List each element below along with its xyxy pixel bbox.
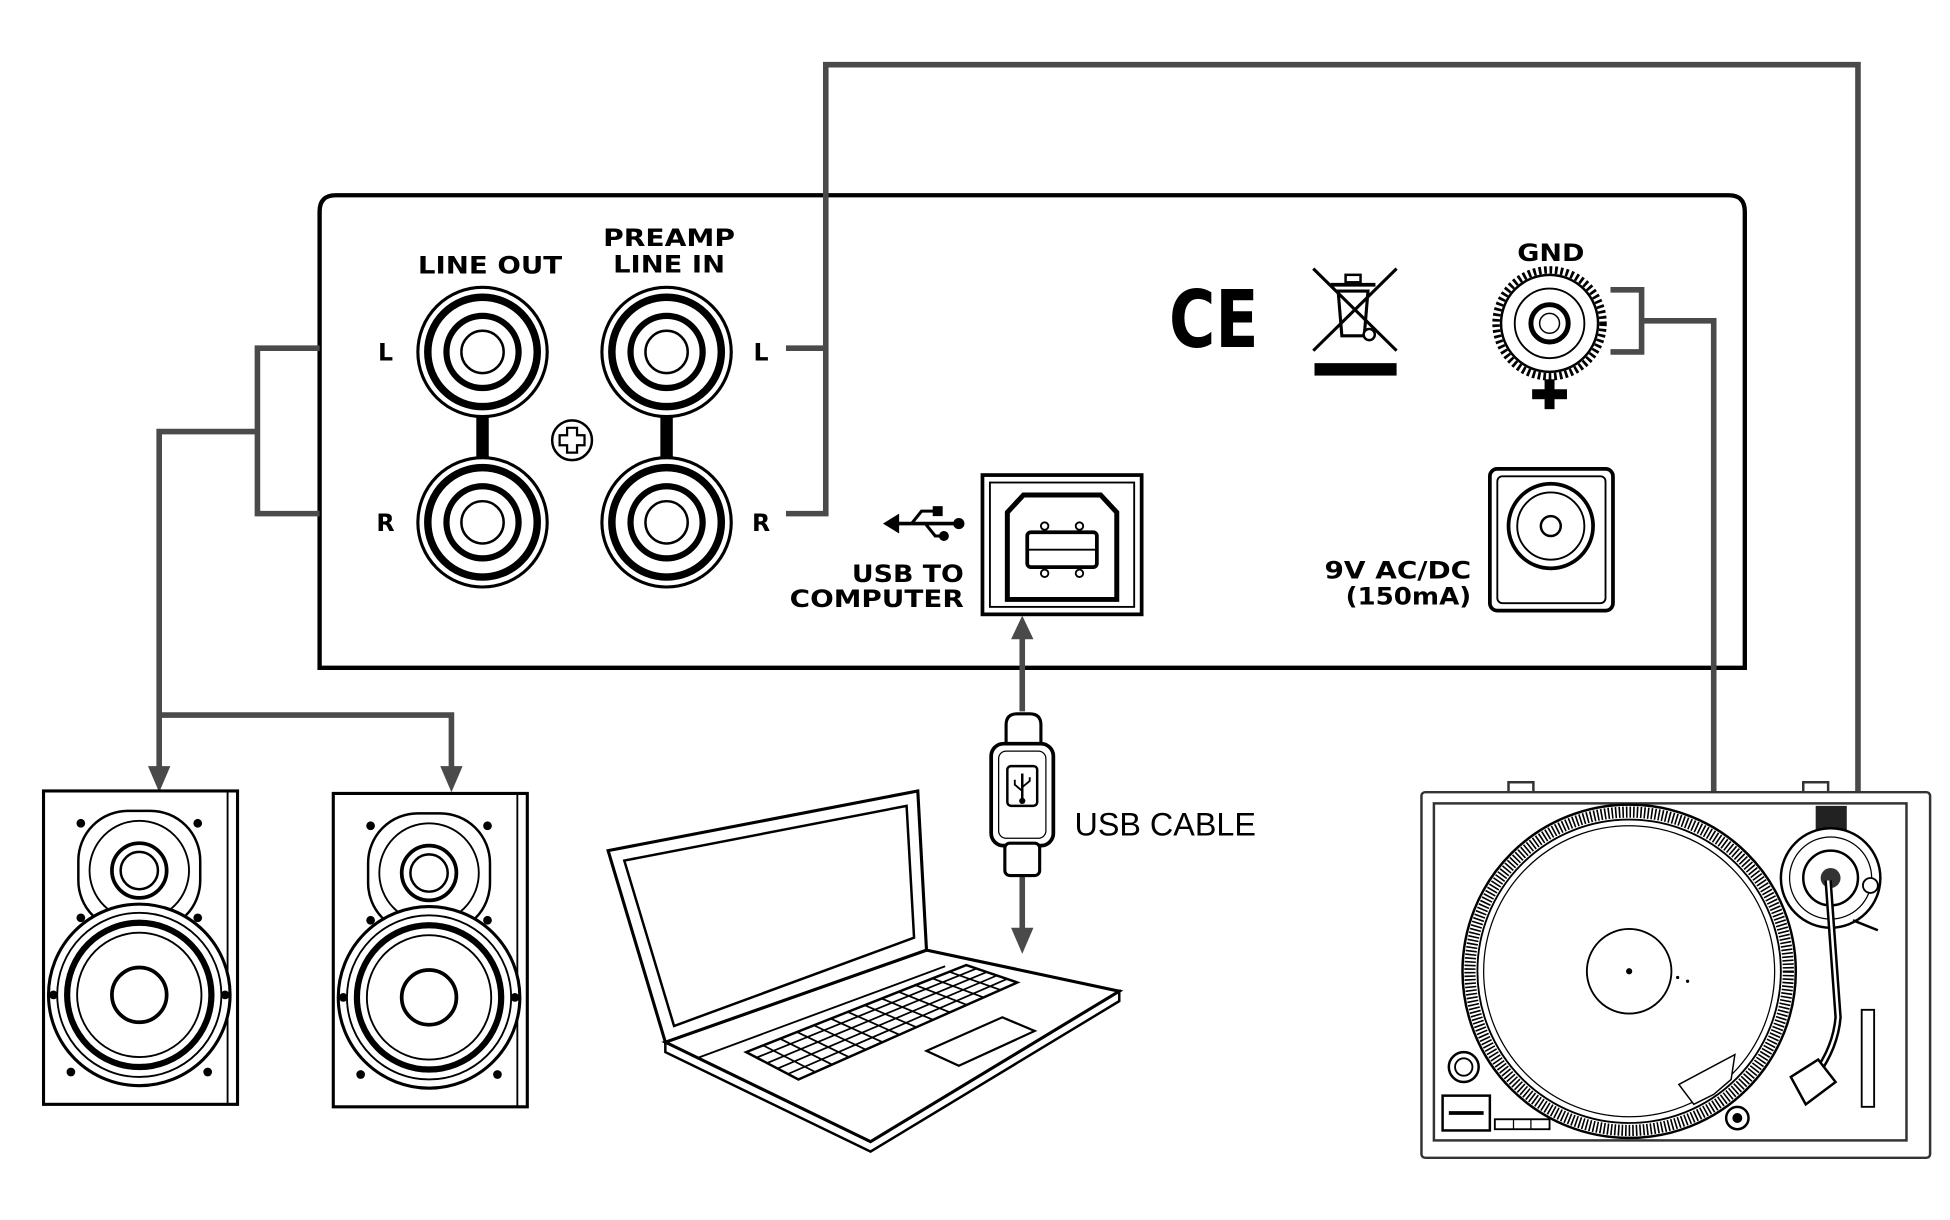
start-stop-button <box>1677 1053 1736 1106</box>
arm-rest <box>1862 877 1879 894</box>
wiring <box>147 61 1861 954</box>
usb-port-label-line1: USB TO <box>852 560 964 588</box>
usb-port-label-line2: COMPUTER <box>790 585 964 613</box>
line-out-right-channel-label: R <box>376 509 394 537</box>
line-out-right-jack <box>418 458 547 587</box>
spindle <box>1626 968 1633 975</box>
line-in-title: LINE IN <box>613 250 725 278</box>
usb-cable-plug <box>989 712 1056 878</box>
power-label-line1: 9V AC/DC <box>1324 556 1471 584</box>
arrow-to-usb-port <box>1011 615 1034 640</box>
line-in-left-jack <box>602 287 731 416</box>
line-in-link-bar <box>660 410 673 468</box>
dc-power-jack <box>1487 466 1615 613</box>
ce-mark: CE <box>1169 273 1259 366</box>
ground-plus-icon <box>550 419 594 462</box>
preamp-line-in-section: PREAMP LINE IN L R <box>602 224 770 587</box>
preamp-rear-panel: LINE OUT L R PREAMP LINE IN L R <box>317 193 1747 671</box>
usb-icon <box>882 506 965 541</box>
arrow-to-left-speaker <box>147 766 171 793</box>
cue-lever <box>1852 919 1879 932</box>
arrow-to-right-speaker <box>440 766 463 793</box>
line-out-left-channel-label: L <box>378 339 393 367</box>
laptop-keyboard-keys <box>756 967 1008 1075</box>
laptop-touchpad <box>923 1016 1038 1068</box>
headshell <box>1789 1057 1838 1107</box>
gnd-terminal <box>1492 266 1607 381</box>
line-in-right-channel-label: R <box>752 509 770 537</box>
weee-crossed-bin-icon <box>1312 267 1398 376</box>
pitch-slider <box>1860 1008 1876 1108</box>
power-label-line2: (150mA) <box>1346 582 1472 610</box>
gnd-label: GND <box>1517 239 1584 267</box>
speaker-split-wire <box>159 712 455 772</box>
line-out-section: LINE OUT L R <box>376 252 562 587</box>
turntable-signal-wire <box>785 61 1861 796</box>
speaker-feed-wire <box>156 428 258 772</box>
line-out-link-bar <box>476 410 489 468</box>
laptop <box>606 789 1124 1154</box>
turntable-ground-wire <box>1610 286 1717 796</box>
line-in-right-jack <box>602 458 731 587</box>
strobe-knob <box>1447 1050 1480 1084</box>
line-out-wire <box>254 345 320 517</box>
turntable <box>1420 780 1932 1160</box>
tonearm <box>1779 805 1882 1107</box>
ground-icon <box>1532 379 1567 410</box>
preamp-title: PREAMP <box>603 224 735 252</box>
arrow-to-laptop <box>1011 927 1034 954</box>
usb-cable-label: USB CABLE <box>1074 807 1255 843</box>
left-speaker <box>44 791 238 1104</box>
right-speaker <box>333 793 527 1106</box>
platter <box>1461 803 1798 1140</box>
target-light <box>1724 1105 1750 1131</box>
usb-b-port <box>980 473 1144 617</box>
laptop-screen <box>622 804 916 1028</box>
speed-buttons <box>1493 1118 1551 1131</box>
laptop-hinge-line <box>696 965 946 1060</box>
laptop-keyboard <box>743 963 1021 1081</box>
line-out-left-jack <box>418 287 547 416</box>
line-in-left-channel-label: L <box>754 339 769 367</box>
line-out-title: LINE OUT <box>418 252 562 280</box>
